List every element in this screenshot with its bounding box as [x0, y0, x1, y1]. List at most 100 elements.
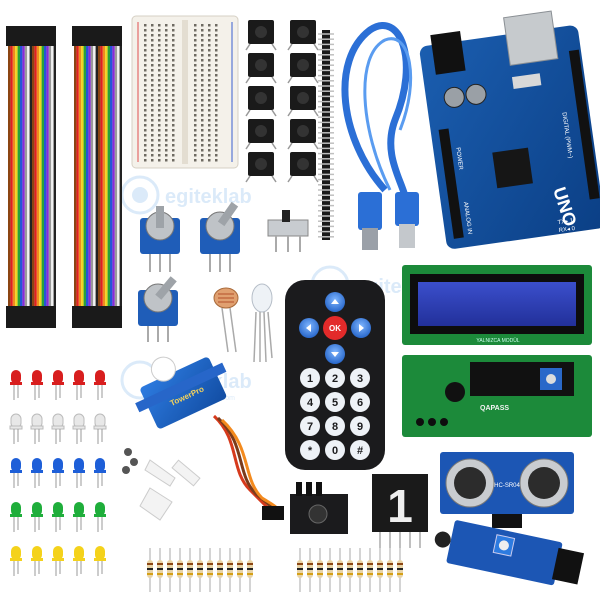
- resistor: [387, 548, 393, 592]
- led: [10, 546, 22, 576]
- tactile-button: [287, 119, 319, 150]
- ok-button: [323, 316, 347, 340]
- led: [31, 458, 43, 488]
- photoresistor: [213, 287, 239, 353]
- led: [93, 413, 107, 444]
- remote-key: 9: [350, 416, 370, 436]
- resistor: [247, 548, 253, 592]
- tactile-button: [287, 152, 319, 183]
- led: [94, 458, 106, 488]
- led: [9, 413, 23, 444]
- remote-key-label: #: [357, 445, 363, 457]
- rx-label: RX◂ 0: [558, 226, 576, 234]
- tactile-button: [245, 53, 277, 84]
- led: [73, 502, 85, 532]
- remote-key: 2: [325, 368, 345, 388]
- led: [10, 370, 22, 400]
- remote-key-label: 3: [357, 373, 363, 385]
- remote-key: 5: [325, 392, 345, 412]
- led: [52, 502, 64, 532]
- jumper-wires-right: [72, 26, 122, 328]
- usb-cable: [341, 22, 419, 250]
- resistor: [377, 548, 383, 592]
- potentiometer-1: [140, 206, 180, 272]
- slide-switch: [267, 210, 309, 252]
- resistor: [177, 548, 183, 592]
- tactile-button: [287, 20, 319, 51]
- remote-key: *: [300, 440, 320, 460]
- remote-key-label: 7: [307, 421, 313, 433]
- mini-breadboard: [131, 15, 239, 169]
- resistor: [317, 548, 323, 592]
- power-label: POWER: [454, 147, 463, 171]
- led-assortment: [9, 370, 107, 576]
- resistor: [157, 548, 163, 592]
- servo-cable: [212, 414, 284, 520]
- remote-key-label: 6: [357, 397, 363, 409]
- usb-a-plug: [395, 192, 419, 226]
- led: [51, 413, 65, 444]
- ultrasonic-label: HC-SR04: [494, 483, 520, 489]
- remote-key: 3: [350, 368, 370, 388]
- resistor: [227, 548, 233, 592]
- lcd-screen: [418, 282, 576, 326]
- potentiometer-2: [200, 201, 240, 272]
- ok-label: OK: [329, 324, 341, 333]
- tx-label: TX▸ 1: [557, 218, 574, 226]
- usb-b-port: [503, 10, 559, 66]
- resistor: [197, 548, 203, 592]
- remote-key-label: 8: [332, 421, 338, 433]
- led: [73, 458, 85, 488]
- led: [52, 458, 64, 488]
- resistors-right: [297, 548, 403, 592]
- led: [94, 502, 106, 532]
- led: [52, 370, 64, 400]
- resistor: [167, 548, 173, 592]
- led: [73, 546, 85, 576]
- tactile-button: [245, 119, 277, 150]
- lcd-16x2-back-i2c: QAPASS: [402, 355, 592, 437]
- lcd-16x2-front: YALNIZCA MODÜL: [402, 265, 592, 345]
- led: [31, 502, 43, 532]
- tactile-button: [245, 20, 277, 51]
- ultrasonic-sensor: HC-SR04: [440, 452, 574, 528]
- led: [10, 502, 22, 532]
- watermark-text: egiteklab: [165, 186, 252, 208]
- remote-key: #: [350, 440, 370, 460]
- servo-horns: [139, 459, 201, 521]
- tactile-button: [287, 86, 319, 117]
- segment-digit: 1: [387, 480, 413, 532]
- dc-jack: [430, 30, 466, 75]
- remote-key: 6: [350, 392, 370, 412]
- resistor: [187, 548, 193, 592]
- resistor: [357, 548, 363, 592]
- rgb-led: [251, 283, 273, 363]
- tactile-button: [245, 86, 277, 117]
- dpad: OK: [299, 292, 371, 364]
- arduino-uno-board: UNO DIGITAL (PWM~) POWER ANALOG IN TX▸ 1…: [419, 10, 600, 249]
- resistor: [147, 548, 153, 592]
- sensor-module: [434, 520, 585, 586]
- digital-header: [568, 49, 600, 200]
- remote-key-label: 9: [357, 421, 363, 433]
- remote-key: 7: [300, 416, 320, 436]
- remote-key-label: 5: [332, 397, 338, 409]
- remote-key: 0: [325, 440, 345, 460]
- ir-receiver-module: [290, 482, 348, 534]
- servo-motor: TowerPro: [135, 356, 227, 429]
- tactile-buttons: [245, 20, 319, 183]
- led: [10, 458, 22, 488]
- resistor: [347, 548, 353, 592]
- lcd-brand: QAPASS: [480, 405, 509, 412]
- led: [72, 413, 86, 444]
- remote-key-label: 2: [332, 373, 338, 385]
- resistors-left: [147, 548, 253, 592]
- resistor: [367, 548, 373, 592]
- led: [31, 546, 43, 576]
- resistor: [297, 548, 303, 592]
- resistor: [207, 548, 213, 592]
- led: [94, 546, 106, 576]
- led: [73, 370, 85, 400]
- resistor: [217, 548, 223, 592]
